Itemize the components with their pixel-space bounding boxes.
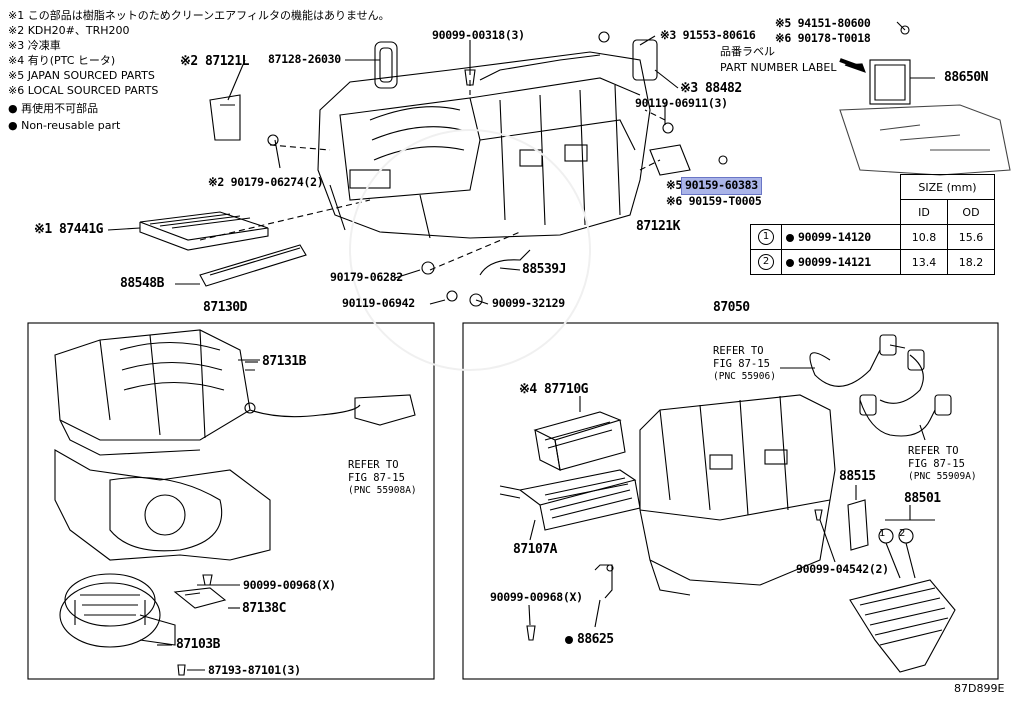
label-87107A[interactable]: 87107A [513, 542, 557, 557]
label-90179-06282[interactable]: 90179-06282 [330, 270, 403, 284]
row-id-value: 13.4 [900, 249, 948, 275]
row-number: 1 [758, 229, 774, 245]
label-90099-00968-right[interactable]: 90099-00968(X) [490, 590, 583, 604]
note-4: ※4 有り(PTC ヒータ) [8, 54, 116, 67]
label-90119-06942[interactable]: 90119-06942 [342, 296, 415, 310]
label-88548B[interactable]: 88548B [120, 276, 164, 291]
label-90159-60383-highlighted[interactable]: 90159-60383 [681, 177, 762, 195]
label-87121L[interactable]: ※2 87121L [180, 54, 250, 69]
label-90179-06274[interactable]: ※2 90179-06274(2) [208, 175, 324, 189]
label-91553-80616[interactable]: ※3 91553-80616 [660, 28, 756, 42]
label-90159-60383-prefix: ※5 [666, 178, 682, 192]
hose-size-table: SIZE (mm) ID OD 1 90099-14120 10.8 15.6 … [750, 174, 995, 275]
heater-case-drawing [639, 394, 836, 596]
refer-right-line2[interactable]: FIG 87-15 [908, 458, 965, 470]
callout-1: 1 [879, 528, 886, 539]
label-87128-26030[interactable]: 87128-26030 [268, 52, 341, 66]
note-7: ● 再使用不可部品 [8, 102, 99, 115]
label-87130D[interactable]: 87130D [203, 300, 247, 315]
row-part-number[interactable]: 90099-14120 [798, 230, 871, 244]
label-90178-T0018[interactable]: ※6 90178-T0018 [775, 31, 871, 45]
refer-top-line3: (PNC 55906) [713, 371, 776, 382]
left-box [27, 322, 435, 680]
size-header: SIZE (mm) [900, 174, 995, 200]
label-90159-T0005[interactable]: ※6 90159-T0005 [666, 194, 762, 208]
label-90099-04542[interactable]: 90099-04542(2) [796, 562, 889, 576]
label-87121K[interactable]: 87121K [636, 219, 680, 234]
note-5: ※5 JAPAN SOURCED PARTS [8, 69, 155, 82]
col-od-header: OD [947, 199, 995, 225]
label-87441G[interactable]: ※1 87441G [34, 222, 104, 237]
note-6: ※6 LOCAL SOURCED PARTS [8, 84, 159, 97]
row-od-value: 18.2 [947, 249, 995, 275]
label-88625-text: 88625 [577, 632, 614, 647]
col-id-header: ID [900, 199, 948, 225]
leader-lines [199, 80, 666, 271]
label-88482[interactable]: ※3 88482 [680, 81, 742, 96]
hinban-label-jp: 品番ラベル [720, 45, 775, 58]
blower-motor-drawing [59, 573, 176, 648]
label-88650N[interactable]: 88650N [944, 70, 988, 85]
refer-left-line1: REFER TO [348, 459, 399, 471]
heater-core-drawing [499, 469, 641, 541]
table-row: 2 90099-14121 13.4 18.2 [750, 249, 995, 275]
label-87138C[interactable]: 87138C [242, 601, 286, 616]
row-number: 2 [758, 254, 774, 270]
refer-right-line3: (PNC 55909A) [908, 471, 977, 482]
label-90119-06911[interactable]: 90119-06911(3) [635, 96, 728, 110]
label-88625[interactable]: 88625 [565, 633, 614, 646]
blower-case-drawing [54, 329, 416, 561]
row-part-number[interactable]: 90099-14121 [798, 255, 871, 269]
heater-unit-assembly-drawing [317, 51, 651, 239]
table-row: 1 90099-14120 10.8 15.6 [750, 224, 995, 250]
label-88539J[interactable]: 88539J [522, 262, 566, 277]
callout-2: 2 [899, 528, 906, 539]
note-2: ※2 KDH20#、TRH200 [8, 24, 130, 37]
label-87193-87101[interactable]: 87193-87101(3) [208, 663, 301, 677]
row-id-value: 10.8 [900, 224, 948, 250]
label-90099-32129[interactable]: 90099-32129 [492, 296, 565, 310]
refer-top-line1: REFER TO [713, 345, 764, 357]
figure-id: 87D899E [954, 682, 1005, 695]
label-88501[interactable]: 88501 [904, 491, 941, 506]
ptc-heater-drawing [533, 396, 626, 471]
part-number-label: PART NUMBER LABEL [720, 61, 837, 74]
refer-top-line2[interactable]: FIG 87-15 [713, 358, 770, 370]
note-8: ● Non-reusable part [8, 119, 121, 132]
right-box [462, 322, 999, 680]
label-90099-00318[interactable]: 90099-00318(3) [432, 28, 525, 42]
label-88515[interactable]: 88515 [839, 469, 876, 484]
refer-right-line1: REFER TO [908, 445, 959, 457]
label-87050[interactable]: 87050 [713, 300, 750, 315]
non-reusable-dot [565, 635, 573, 644]
note-1: ※1 この部品は樹脂ネットのためクリーンエアフィルタの機能はありません。 [8, 9, 390, 22]
non-reusable-dot [786, 259, 794, 267]
refer-left-line2[interactable]: FIG 87-15 [348, 472, 405, 484]
refer-left-line3: (PNC 55908A) [348, 485, 417, 496]
label-87103B[interactable]: 87103B [176, 637, 220, 652]
label-90099-00968-left[interactable]: 90099-00968(X) [243, 578, 336, 592]
label-87131B[interactable]: 87131B [262, 354, 306, 369]
label-87710G[interactable]: ※4 87710G [519, 382, 589, 397]
row-od-value: 15.6 [947, 224, 995, 250]
note-3: ※3 冷凍車 [8, 39, 61, 52]
non-reusable-dot [786, 234, 794, 242]
label-94151-80600[interactable]: ※5 94151-80600 [775, 16, 871, 30]
